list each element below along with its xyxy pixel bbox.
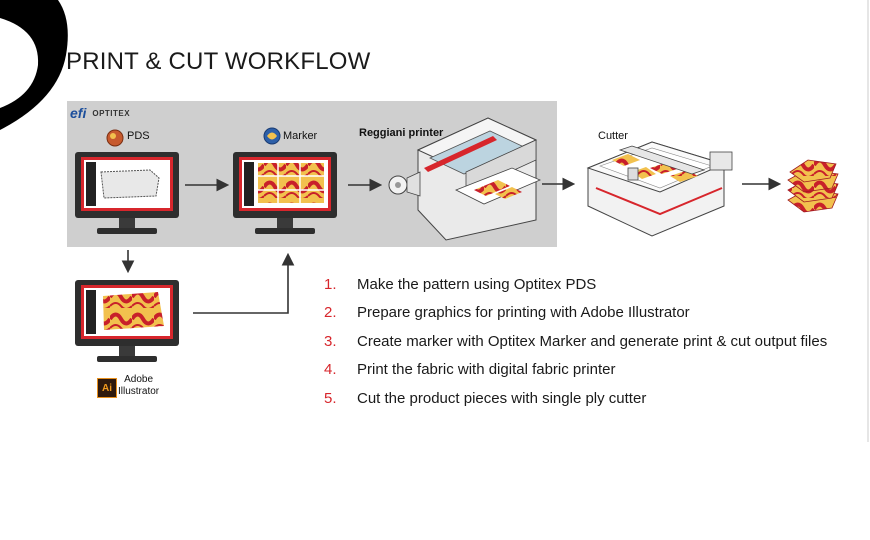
illustrator-label-line1: Adobe	[124, 374, 154, 385]
optitex-brand: efi OPTITEX	[70, 105, 130, 121]
pds-label: PDS	[127, 130, 150, 142]
cut-pieces-stack	[787, 159, 839, 213]
marker-station	[233, 127, 337, 234]
step-number: 2.	[324, 304, 337, 322]
printer-label: Reggiani printer	[359, 127, 444, 139]
printer-illustration	[388, 117, 542, 241]
step-number: 5.	[324, 389, 337, 407]
cutter-illustration	[586, 141, 733, 237]
list-item: 5. Cut the product pieces with single ply…	[324, 390, 827, 418]
pds-station	[75, 129, 179, 234]
pattern-piece	[100, 169, 160, 199]
list-item: 4. Print the fabric with digital fabric p…	[324, 361, 827, 389]
step-text: Prepare graphics for printing with Adobe…	[357, 304, 690, 322]
step-text: Make the pattern using Optitex PDS	[357, 276, 597, 293]
cutter-label: Cutter	[598, 130, 628, 142]
step-number: 1.	[324, 276, 337, 293]
step-text: Create marker with Optitex Marker and ge…	[357, 332, 828, 350]
step-number: 3.	[324, 332, 337, 350]
step-text: Print the fabric with digital fabric pri…	[357, 361, 616, 379]
step-number: 4.	[324, 361, 337, 379]
list-item: 2. Prepare graphics for printing with Ado…	[324, 304, 827, 332]
step-text: Cut the product pieces with single ply c…	[357, 389, 647, 407]
illustrator-station	[75, 280, 179, 362]
marker-label: Marker	[283, 130, 318, 142]
optitex-wordmark: OPTITEX	[92, 108, 131, 118]
list-item: 1. Make the pattern using Optitex PDS	[324, 276, 827, 304]
corner-decoration	[0, 0, 68, 130]
illustrator-label: Adobe Illustrator	[118, 374, 159, 398]
illustrator-label-line2: Illustrator	[118, 386, 160, 397]
slide-edge	[867, 0, 869, 442]
illustrator-icon: Ai	[97, 378, 117, 398]
list-item: 3. Create marker with Optitex Marker and …	[324, 333, 827, 361]
arrow-illustrator-to-marker	[193, 252, 295, 314]
page-title: PRINT & CUT WORKFLOW	[66, 48, 371, 75]
workflow-steps: 1. Make the pattern using Optitex PDS 2. P…	[324, 276, 827, 418]
efi-logo: efi	[70, 105, 87, 121]
